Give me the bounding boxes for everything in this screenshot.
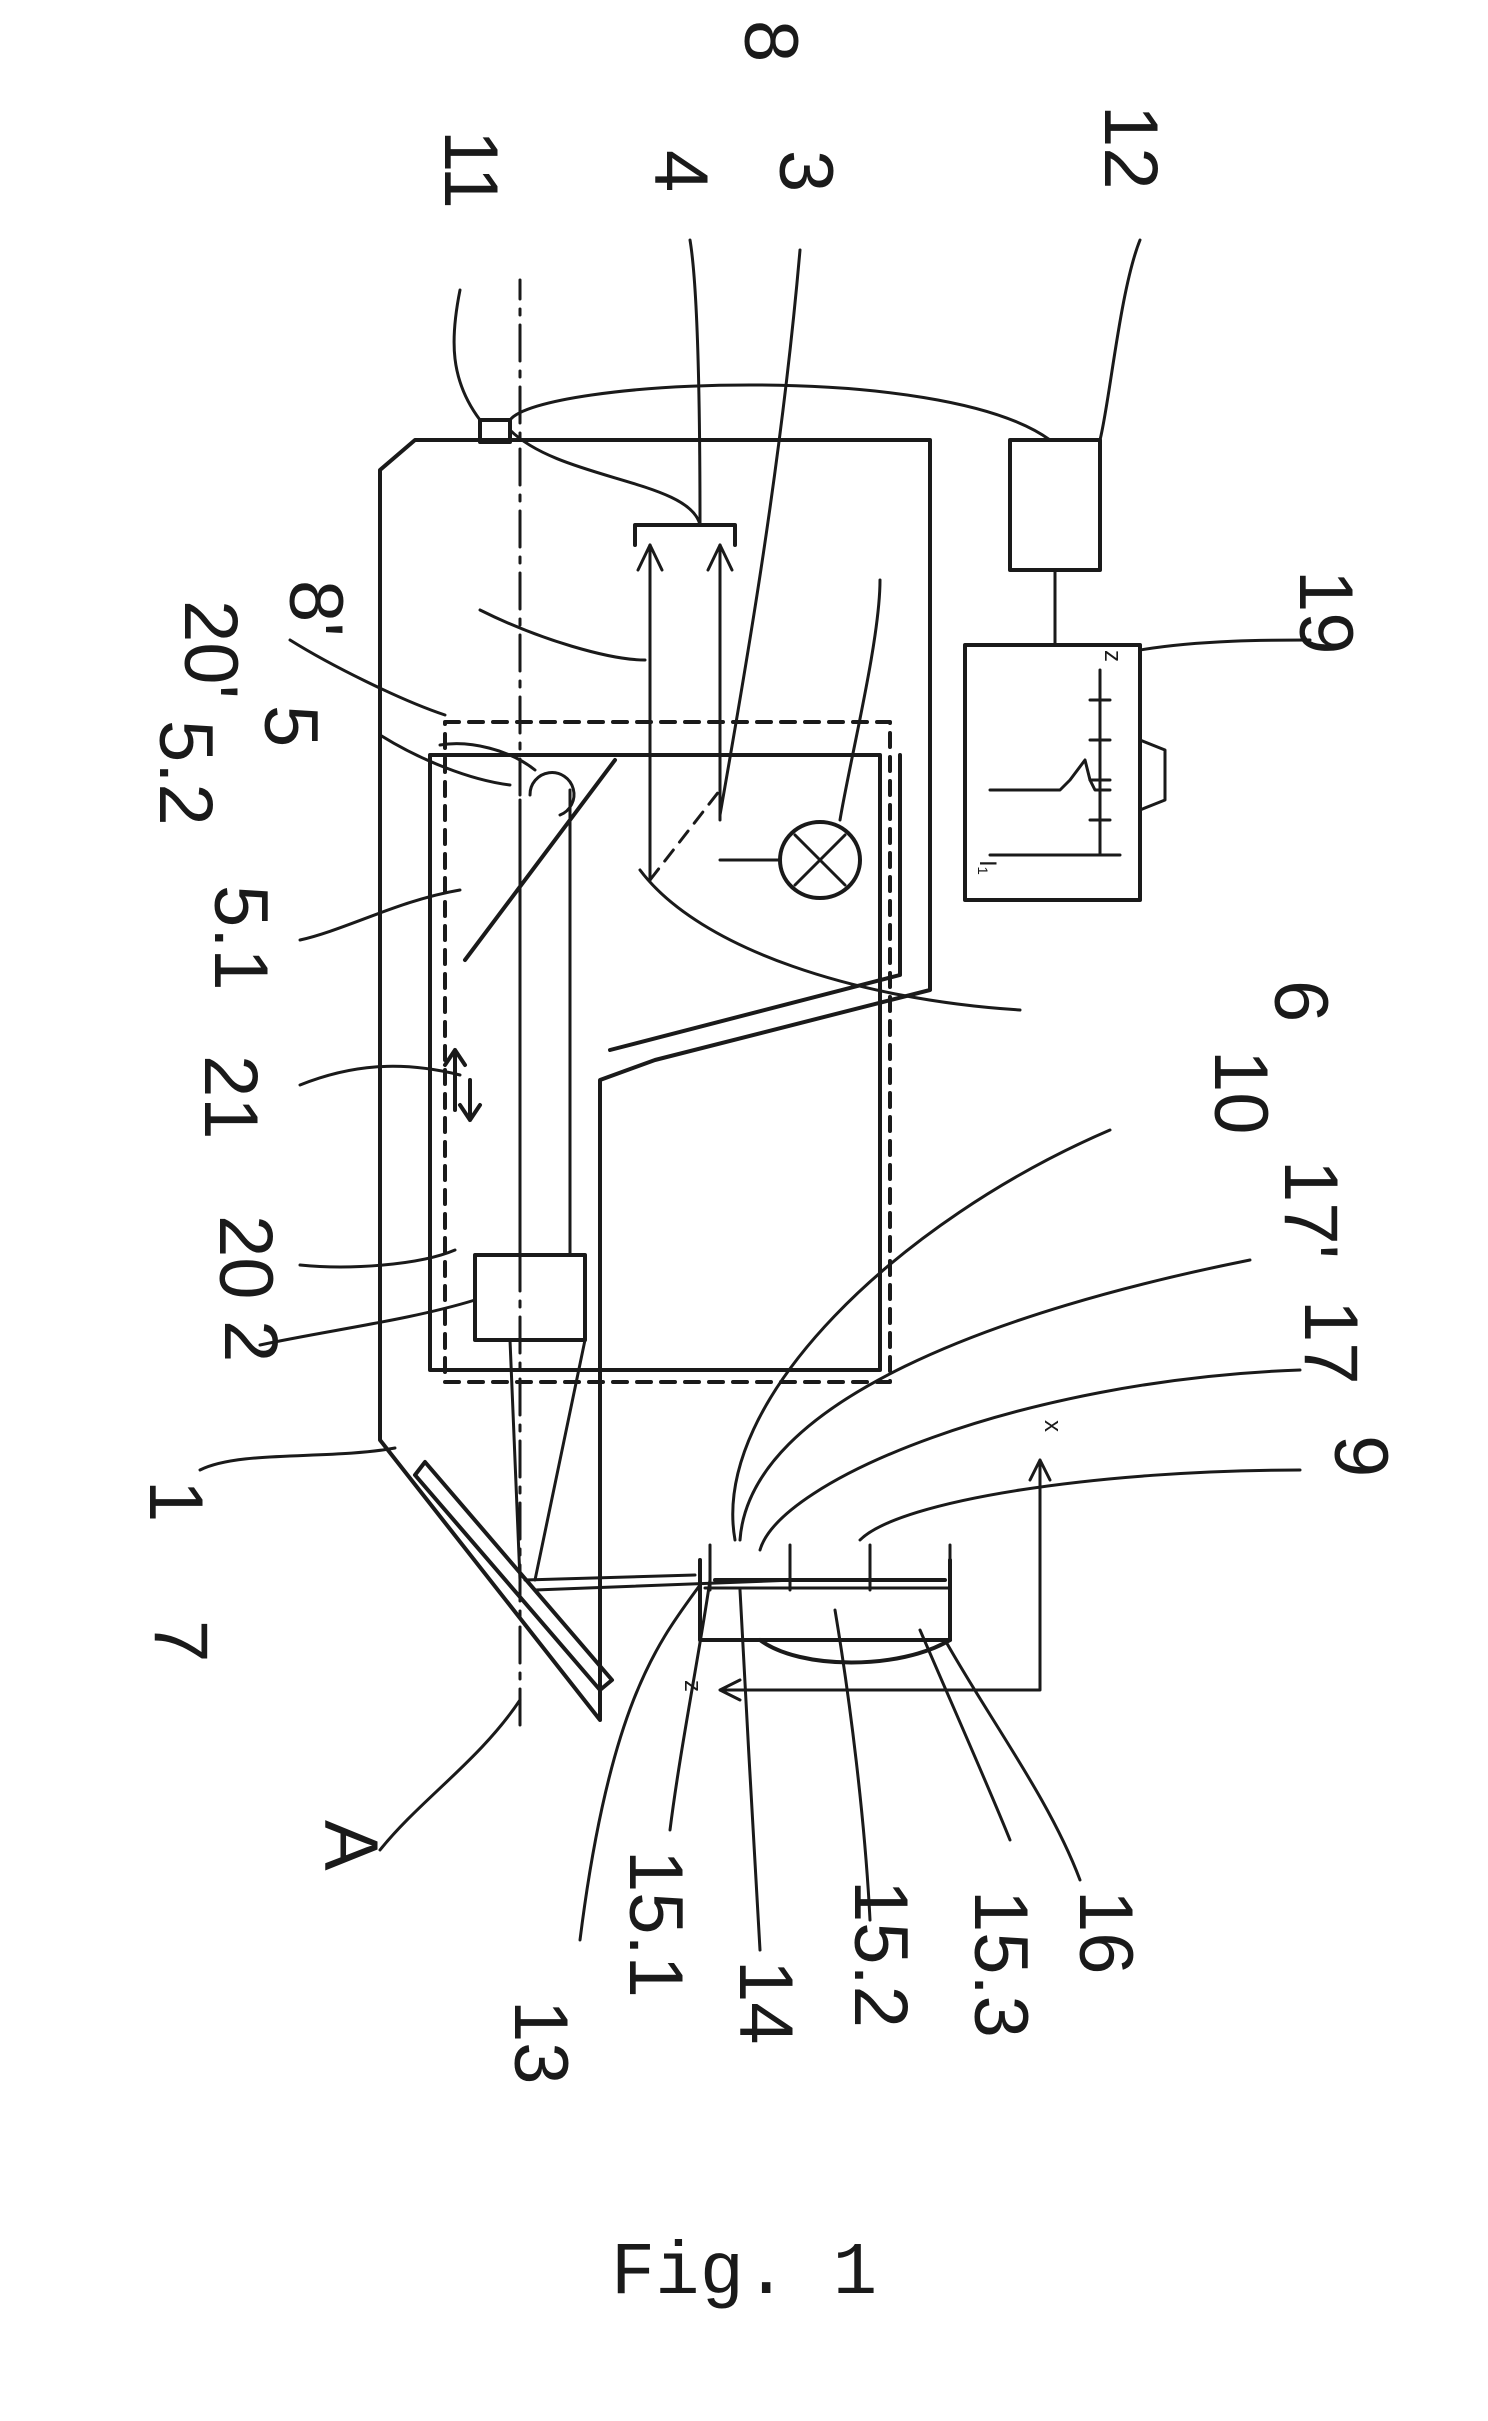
label-13: 13: [498, 2000, 583, 2085]
label-15-1: 15.1: [613, 1850, 698, 1998]
label-3: 3: [763, 150, 848, 192]
leader-lines: [200, 240, 1310, 1950]
label-21: 21: [188, 1055, 273, 1140]
label-14: 14: [723, 1960, 808, 2045]
inner-frame-20: [430, 755, 880, 1370]
label-16: 16: [1063, 1890, 1148, 1975]
deflector-dashed: [650, 790, 720, 880]
label-8-prime: 8': [273, 580, 358, 637]
beam-splitter-arrow: [530, 773, 574, 815]
label-12: 12: [1088, 105, 1173, 190]
display-peak-curve: [990, 760, 1110, 790]
lens-2: [475, 1255, 585, 1340]
figure-caption: Fig. 1: [0, 2232, 1488, 2316]
axis-label-x: x: [1039, 1420, 1066, 1432]
label-a: A: [308, 1820, 393, 1871]
beam-source-to-detector: [650, 545, 780, 880]
display-axes: [990, 670, 1120, 855]
label-6: 6: [1258, 980, 1343, 1022]
label-17: 17: [1288, 1300, 1373, 1385]
sample-bottom-contour: [760, 1640, 950, 1663]
label-11: 11: [428, 130, 513, 209]
label-19: 19: [1283, 570, 1368, 655]
label-20: 20: [203, 1215, 288, 1300]
label-20-prime: 20': [168, 600, 253, 699]
detector-4: [635, 525, 735, 545]
light-source-cross: [795, 835, 845, 885]
display-label-z: z: [1099, 650, 1126, 662]
display-stand: [1140, 740, 1165, 810]
label-2: 2: [208, 1320, 293, 1362]
unit-12: [1010, 440, 1100, 570]
display-label-i1: I₁: [974, 860, 1001, 875]
movement-arrow-21: [445, 1050, 480, 1120]
label-5: 5: [248, 705, 333, 747]
label-5-1: 5.1: [198, 885, 283, 991]
beam-arrowheads: [638, 545, 732, 570]
axis-label-z: z: [679, 1680, 706, 1692]
label-5-2: 5.2: [143, 720, 228, 826]
mirror-7: [415, 1462, 612, 1690]
beam-lens-to-splitter: [520, 790, 570, 1255]
sample-9: [700, 1560, 950, 1640]
beam-splitter-5: [465, 760, 615, 960]
label-1: 1: [133, 1480, 218, 1522]
label-8: 8: [728, 20, 813, 62]
housing-inner-wall: [610, 755, 900, 1050]
reference-labels: 1 7 A 2 20 21 5.1 5.2 5 20' 8' 11 4 8 3 …: [133, 20, 1403, 2085]
label-7: 7: [138, 1620, 223, 1662]
label-10: 10: [1198, 1050, 1283, 1135]
label-15-3: 15.3: [958, 1890, 1043, 2038]
label-4: 4: [638, 150, 723, 192]
label-9: 9: [1318, 1435, 1403, 1477]
label-17-prime: 17': [1268, 1160, 1353, 1259]
cable-detector-to-11: [510, 430, 700, 525]
label-15-2: 15.2: [838, 1880, 923, 2028]
